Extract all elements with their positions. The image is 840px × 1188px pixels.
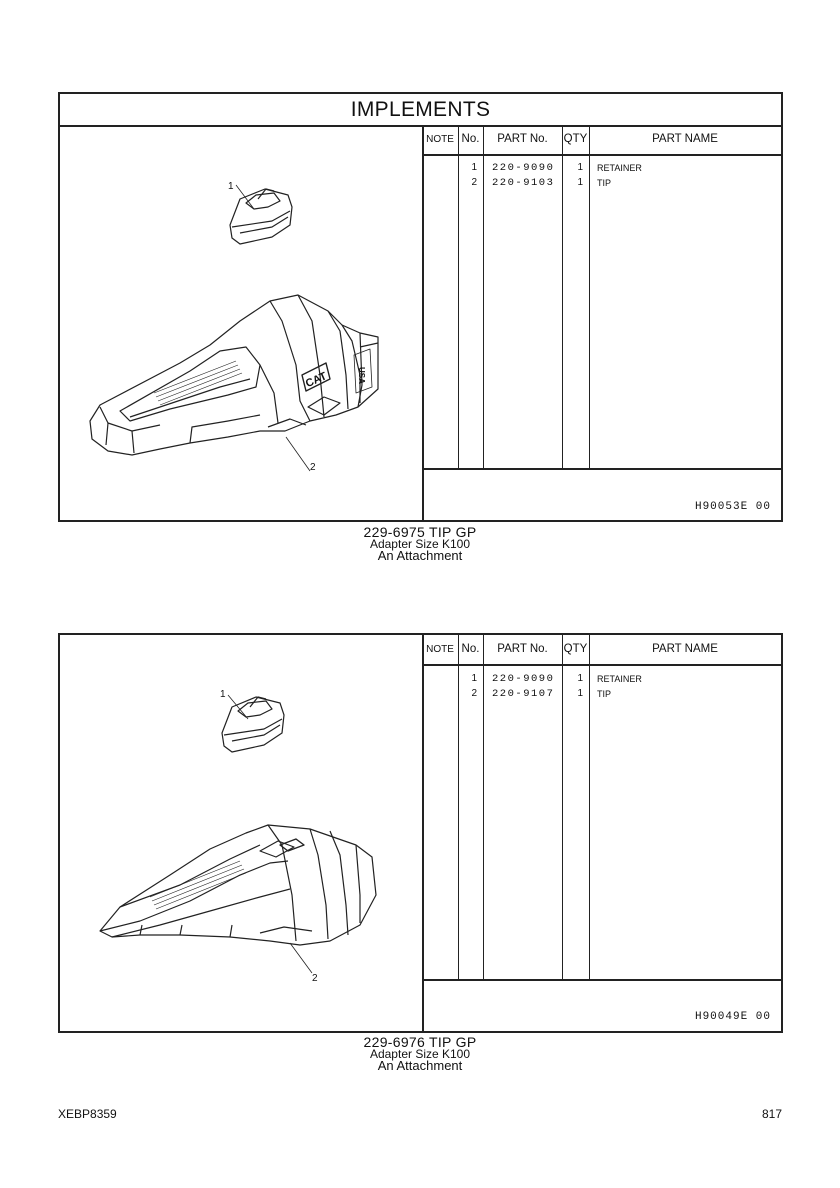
col-divider	[483, 635, 484, 979]
part-number: 220-9090	[492, 162, 555, 174]
part-name: RETAINER	[597, 163, 642, 173]
col-header-part-no: PART No.	[483, 635, 562, 666]
col-header-no: No.	[458, 125, 483, 156]
part-name: TIP	[597, 178, 612, 188]
col-divider	[562, 125, 563, 469]
item-no: 1	[471, 162, 477, 173]
table-footer-divider	[422, 468, 781, 470]
section-title: IMPLEMENTS	[60, 94, 781, 127]
figure-reference: H90053E 00	[694, 501, 771, 513]
part-number: 220-9090	[492, 673, 555, 685]
parts-list-1: NOTE No. PART No. QTY PART NAME 1 220-90…	[422, 125, 781, 520]
quantity: 1	[577, 162, 583, 173]
part-number: 220-9103	[492, 177, 555, 189]
callout-2: 2	[310, 462, 316, 473]
callout-1: 1	[220, 689, 226, 700]
usa-cast-text: USA	[357, 367, 366, 384]
col-divider	[483, 125, 484, 469]
page-number: 817	[761, 1107, 782, 1121]
parts-list-2: NOTE No. PART No. QTY PART NAME 1 220-90…	[422, 635, 781, 1031]
parts-panel-2: 1 2 NOTE No. PART No. QTY PART NAME 1 22…	[58, 633, 783, 1033]
illustration-2: 1 2	[60, 635, 424, 1031]
quantity: 1	[577, 688, 583, 699]
col-divider	[589, 635, 590, 979]
group-subtitle: Adapter Size K100	[369, 1047, 471, 1061]
tip-exploded-view-2: 1 2	[99, 689, 377, 984]
parts-panel-1: IMPLEMENTS	[58, 92, 783, 522]
col-divider	[562, 635, 563, 979]
group-note: An Attachment	[377, 1058, 463, 1073]
part-name: TIP	[597, 689, 612, 699]
group-note: An Attachment	[377, 548, 463, 563]
col-header-note: NOTE	[422, 125, 458, 156]
col-header-qty: QTY	[562, 125, 589, 156]
illustration-1: 1 2 CAT USA	[60, 125, 424, 520]
group-subtitle: Adapter Size K100	[369, 537, 471, 551]
document-code: XEBP8359	[58, 1107, 117, 1121]
callout-2: 2	[312, 973, 318, 984]
col-header-note: NOTE	[422, 635, 458, 666]
item-no: 2	[471, 177, 477, 188]
col-header-qty: QTY	[562, 635, 589, 666]
col-header-part-name: PART NAME	[589, 125, 781, 156]
col-header-no: No.	[458, 635, 483, 666]
col-divider	[458, 125, 459, 469]
cat-logo: CAT	[304, 370, 329, 390]
group-title: 229-6975 TIP GP	[363, 524, 477, 540]
part-name: RETAINER	[597, 674, 642, 684]
col-header-part-no: PART No.	[483, 125, 562, 156]
group-title: 229-6976 TIP GP	[363, 1034, 477, 1050]
col-header-part-name: PART NAME	[589, 635, 781, 666]
tip-exploded-view-1: 1 2 CAT USA	[89, 181, 379, 473]
part-number: 220-9107	[492, 688, 555, 700]
item-no: 1	[471, 673, 477, 684]
figure-reference: H90049E 00	[694, 1011, 771, 1023]
callout-1: 1	[228, 181, 234, 192]
table-footer-divider	[422, 979, 781, 981]
quantity: 1	[577, 673, 583, 684]
col-divider	[458, 635, 459, 979]
item-no: 2	[471, 688, 477, 699]
quantity: 1	[577, 177, 583, 188]
col-divider	[589, 125, 590, 469]
